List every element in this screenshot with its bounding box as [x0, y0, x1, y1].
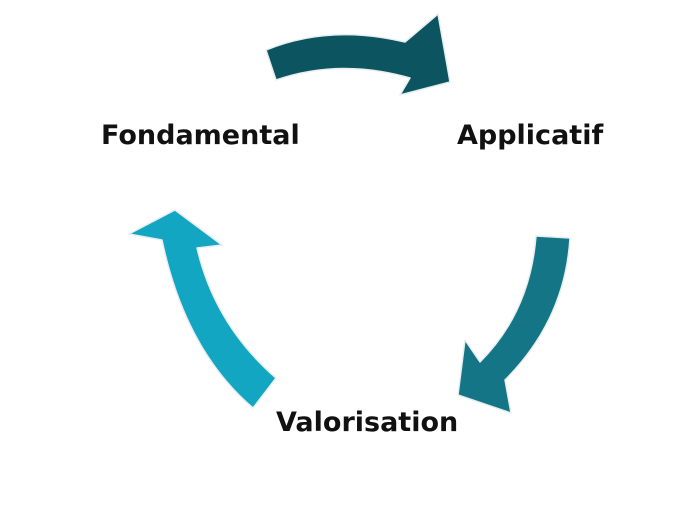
stage-label-applicatif: Applicatif: [457, 120, 604, 151]
arrow-valorisation-to-fondamental: [128, 209, 277, 409]
stage-label-fondamental: Fondamental: [101, 120, 300, 151]
arrow-applicatif-to-valorisation: [457, 235, 571, 414]
arrow-fondamental-to-applicatif: [265, 13, 451, 96]
stage-label-valorisation: Valorisation: [276, 407, 459, 438]
